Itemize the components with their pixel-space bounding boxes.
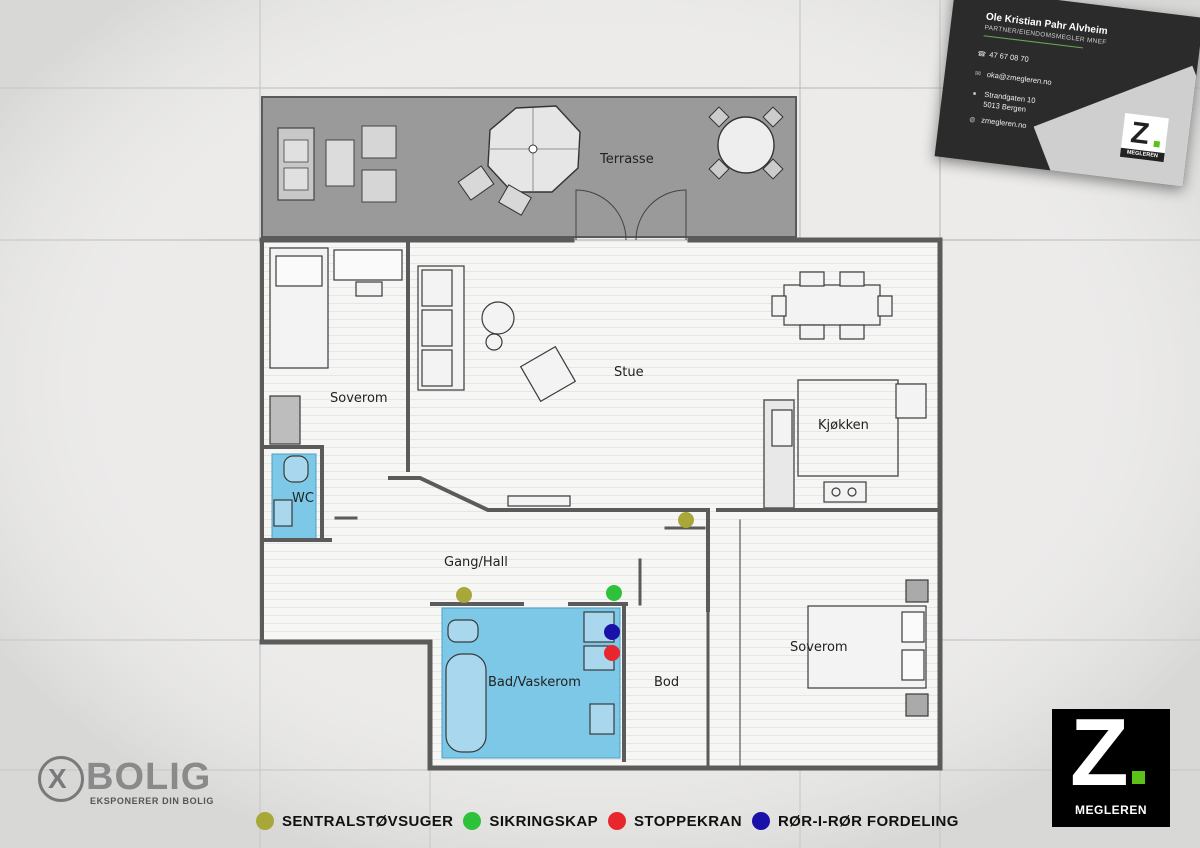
room-labels: Terrasse Soverom Stue Kjøkken WC Gang/Ha… (292, 152, 869, 690)
card-logo-dot (1153, 140, 1161, 148)
agent-phone: 47 67 08 70 (988, 50, 1030, 64)
room-label-wc: WC (292, 491, 314, 506)
card-logo: Z MEGLEREN (1119, 113, 1169, 163)
zmegleren-logo: Z MEGLEREN (1052, 705, 1170, 827)
terrace-area (261, 96, 797, 241)
zmegleren-text: MEGLEREN (1074, 803, 1147, 817)
legend-dot-green (463, 812, 482, 830)
legend: SENTRALSTØVSUGER SIKRINGSKAP STOPPEKRAN … (256, 810, 969, 832)
phone-row: ☎47 67 08 70 (977, 49, 1029, 64)
legend-label: STOPPEKRAN (634, 812, 742, 830)
legend-label: SIKRINGSKAP (489, 812, 599, 830)
card-accent (1033, 65, 1200, 187)
room-label-terrasse: Terrasse (599, 152, 654, 167)
zmegleren-letter: Z (1070, 699, 1129, 806)
marker-stoppekran (604, 645, 620, 661)
legend-dot-olive (256, 812, 274, 830)
zmegleren-dot (1132, 771, 1145, 784)
agent-website: zmegleren.no (980, 115, 1027, 131)
marker-sentralstovsuger (678, 512, 694, 528)
marker-sikringskap (606, 585, 622, 601)
card-logo-letter: Z (1128, 116, 1152, 151)
globe-icon: ◍ (968, 116, 976, 124)
mail-icon: ✉ (974, 70, 982, 79)
legend-dot-blue (751, 812, 770, 830)
business-card: Ole Kristian Pahr Alvheim PARTNER/EIENDO… (934, 0, 1200, 187)
location-icon: ● (972, 90, 978, 98)
legend-item: SIKRINGSKAP (463, 812, 598, 830)
xbolig-tagline: EKSPONERER DIN BOLIG (90, 796, 215, 806)
legend-item: RØR-I-RØR FORDELING (751, 812, 959, 830)
room-label-stue: Stue (614, 365, 644, 380)
room-label-kjokken: Kjøkken (818, 418, 869, 433)
agent-email: oka@zmegleren.no (986, 69, 1053, 87)
room-label-bad: Bad/Vaskerom (488, 675, 581, 690)
marker-sentralstovsuger (456, 587, 472, 603)
xbolig-wordmark: BOLIG (86, 756, 212, 798)
room-label-soverom-left: Soverom (330, 391, 388, 406)
legend-markers (456, 512, 694, 661)
xbolig-mark-icon: X (38, 756, 84, 802)
email-row: ✉ oka@zmegleren.no (974, 68, 1053, 87)
phone-icon: ☎ (976, 50, 987, 59)
xbolig-logo: X BOLIG EKSPONERER DIN BOLIG (38, 756, 258, 812)
legend-dot-red (608, 812, 627, 830)
web-row: ◍ zmegleren.no (969, 114, 1027, 130)
room-label-gang: Gang/Hall (444, 555, 508, 570)
room-label-bod: Bod (654, 675, 679, 690)
room-label-soverom-right: Soverom (790, 640, 848, 655)
legend-label: RØR-I-RØR FORDELING (777, 812, 959, 830)
furniture (269, 247, 929, 753)
legend-label: SENTRALSTØVSUGER (282, 812, 454, 830)
legend-item: SENTRALSTØVSUGER (256, 812, 453, 830)
marker-ror-i-ror (604, 624, 620, 640)
legend-item: STOPPEKRAN (608, 812, 742, 830)
